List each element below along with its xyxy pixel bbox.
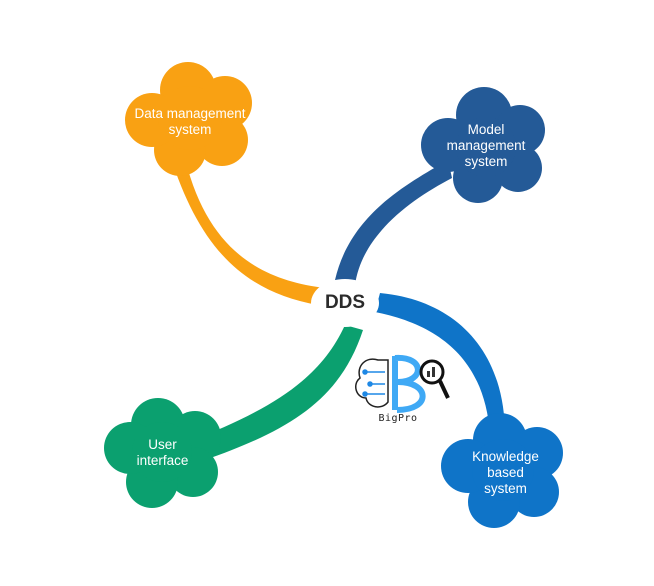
bigpro-logo bbox=[355, 354, 450, 413]
node-label-knowledge-based: Knowledge based system bbox=[472, 449, 539, 496]
center-node bbox=[311, 279, 379, 327]
cloud-data bbox=[125, 62, 252, 176]
cloud-model bbox=[421, 87, 545, 203]
cloud-knowledge bbox=[441, 413, 563, 528]
center-label: DDS bbox=[324, 292, 366, 313]
logo-text: BigPro bbox=[378, 413, 418, 424]
node-label-model-management: Model management system bbox=[446, 122, 526, 169]
connector-user bbox=[188, 325, 363, 460]
connector-data bbox=[170, 150, 325, 305]
node-label-user-interface: User interface bbox=[136, 437, 189, 468]
connector-model bbox=[335, 160, 452, 285]
cloud-user bbox=[104, 398, 221, 508]
node-label-data-management: Data management system bbox=[134, 106, 246, 137]
